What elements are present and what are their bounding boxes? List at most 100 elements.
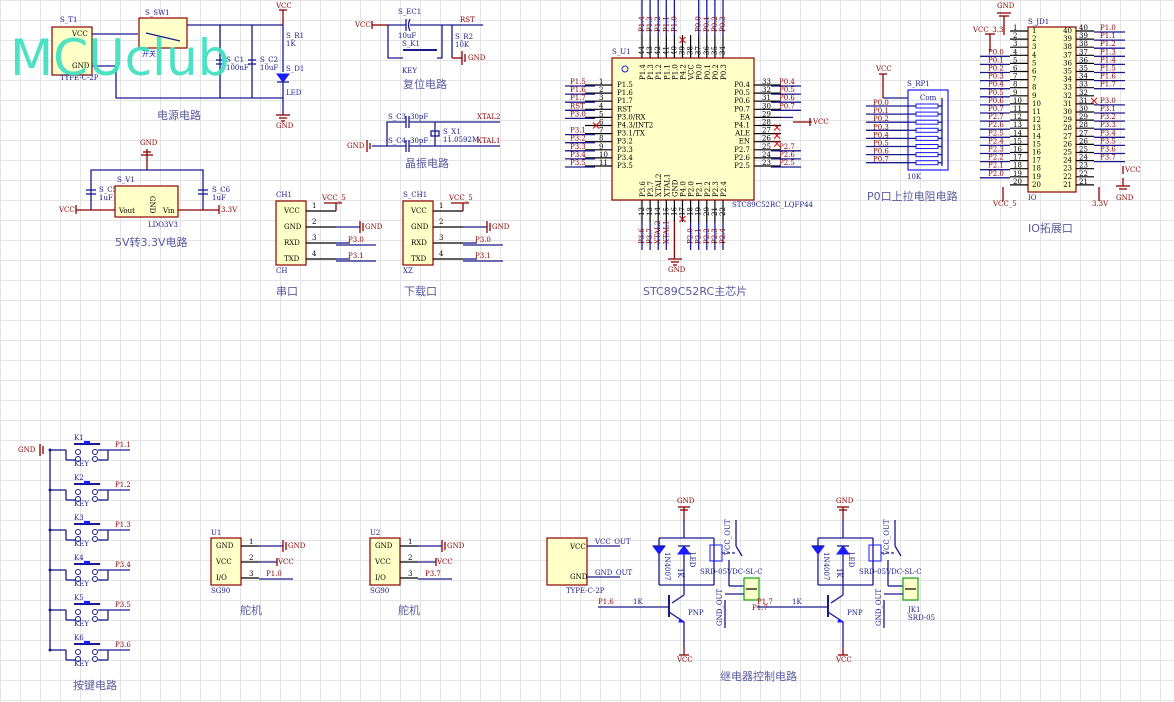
relay-gnd-out: GND_OUT xyxy=(875,589,883,626)
mcu-pin-net: P3.4 xyxy=(570,151,586,159)
conn-pin-gnd: GND xyxy=(72,62,90,70)
servo2-pin-num: 2 xyxy=(408,554,412,562)
mcu-pin-net: P3.7 xyxy=(646,228,654,244)
mcu-chip[interactable] xyxy=(611,57,755,201)
mcu-pin-num: 33 xyxy=(762,78,771,86)
servo2-vcc: VCC xyxy=(436,558,453,566)
crystal-circuit: GND S_C3 30pF S_C4 30pF S_X1 11.0592M XT… xyxy=(347,113,500,170)
uart-connector[interactable] xyxy=(275,200,307,266)
mcu-pin-net: P3.6 xyxy=(638,228,646,244)
io-pin-num: 12 xyxy=(1013,113,1022,121)
key-button-icon[interactable] xyxy=(84,601,90,604)
uart-pin-num: 2 xyxy=(312,218,316,226)
io-pin-num: 20 xyxy=(1013,178,1022,186)
key-contact xyxy=(92,616,98,622)
ec1-ref: S_EC1 xyxy=(398,8,421,16)
gnd-label: GND xyxy=(276,122,294,130)
k1-val: KEY xyxy=(402,67,417,75)
typec-connector[interactable] xyxy=(51,26,93,76)
mcu-pin-net: P2.7 xyxy=(779,143,795,151)
mcu-pin-name: P3.2 xyxy=(617,138,633,146)
crystal-title: 晶振电路 xyxy=(405,156,449,170)
mcu-pin-num: 1 xyxy=(599,78,603,86)
io-net: P0.6 xyxy=(988,97,1004,105)
c6-ref: S_C6 xyxy=(212,186,231,194)
gnd-out-net: GND_OUT xyxy=(595,569,632,577)
mcu-pin-name: P1.2 xyxy=(655,64,663,80)
io-pin-inner: 2 xyxy=(1032,35,1036,43)
io-net: P0.4 xyxy=(988,81,1004,89)
io-pin-inner: 34 xyxy=(1063,76,1072,84)
servo1-pin-label: GND xyxy=(216,542,234,550)
ldo-regulator[interactable] xyxy=(114,185,179,218)
io-net: P3.4 xyxy=(1100,129,1116,137)
io-pin-inner: 22 xyxy=(1063,173,1072,181)
io-pin-inner: 17 xyxy=(1032,157,1041,165)
key-button-icon[interactable] xyxy=(84,441,90,444)
d1-ref: S_D1 xyxy=(286,65,304,73)
io-connector[interactable] xyxy=(1027,26,1077,193)
mcu-pin-num: 40 xyxy=(670,46,678,55)
io-pin-num: 14 xyxy=(1013,129,1022,137)
key-val: KEY xyxy=(74,620,89,628)
switch-label: 开关 xyxy=(142,49,156,58)
key-button-icon[interactable] xyxy=(84,481,90,484)
transistor-label: PNP xyxy=(688,609,704,617)
key-contact xyxy=(92,569,98,575)
download-gnd: GND xyxy=(492,223,510,231)
r2-ref: S_R2 xyxy=(455,33,473,41)
reset-gnd: GND xyxy=(468,54,486,62)
io-3v3: 3.3V xyxy=(1092,200,1109,208)
mcu-ea-vcc: VCC xyxy=(812,118,829,126)
vcc-label: VCC xyxy=(275,2,292,10)
key-contact xyxy=(75,609,81,615)
io-net: P2.4 xyxy=(988,137,1004,145)
io-pin-num: 16 xyxy=(1013,146,1022,154)
relay-input-net: P1.7 xyxy=(757,598,773,606)
key-contact xyxy=(75,496,81,502)
mcu-pin-name: P0.4 xyxy=(734,81,750,89)
c2-ref: S_C2 xyxy=(260,56,278,64)
resistor-icon xyxy=(915,152,939,158)
download-connector[interactable] xyxy=(402,200,434,266)
key-button-icon[interactable] xyxy=(84,521,90,524)
io-net: P1.6 xyxy=(1100,73,1116,81)
key-net: P3.4 xyxy=(115,561,131,569)
relay-coil-icon xyxy=(709,544,723,562)
key-ref: K2 xyxy=(74,474,84,482)
mcu-pin-net: P1.4 xyxy=(638,16,646,32)
key-contact xyxy=(75,616,81,622)
relay-vcc-out: VCC_OUT xyxy=(883,519,891,556)
mcu-pin-name: P1.6 xyxy=(617,89,633,97)
io-pin-inner: 21 xyxy=(1063,181,1072,189)
io-pin-num: 35 xyxy=(1079,65,1088,73)
mcu-pin-num: 15 xyxy=(662,207,670,216)
resistor-icon xyxy=(915,144,939,149)
servo1-body[interactable] xyxy=(210,537,242,586)
mcu-pin-num: 31 xyxy=(762,94,771,102)
key-button-icon[interactable] xyxy=(84,641,90,644)
pullup-net: P0.0 xyxy=(873,99,889,107)
mcu-pin-num: 11 xyxy=(599,159,608,167)
mcu-pin-net: P0.4 xyxy=(779,78,795,86)
mcu-pin-num: 23 xyxy=(762,159,771,167)
key-button-icon[interactable] xyxy=(84,561,90,564)
conn-pin-vcc: VCC xyxy=(71,30,88,38)
mcu-pin-num: 7 xyxy=(599,127,603,135)
key-contact xyxy=(92,656,98,662)
c1-val: 100nF xyxy=(226,64,249,72)
io-vcc5: VCC_5 xyxy=(992,200,1017,208)
resistor-icon xyxy=(915,160,939,166)
servo2-body[interactable] xyxy=(369,537,401,586)
pin1-marker xyxy=(621,65,629,73)
io-pin-inner: 36 xyxy=(1063,59,1072,67)
io-pin-inner: 38 xyxy=(1063,43,1072,51)
key-val: KEY xyxy=(74,460,89,468)
io-pin-num: 13 xyxy=(1013,121,1022,129)
pullup-net: P0.1 xyxy=(873,107,889,115)
relay-typec-connector[interactable] xyxy=(546,537,588,586)
pullup-title: P0口上拉电阻电路 xyxy=(867,189,958,203)
io-pin-num: 10 xyxy=(1013,97,1022,105)
